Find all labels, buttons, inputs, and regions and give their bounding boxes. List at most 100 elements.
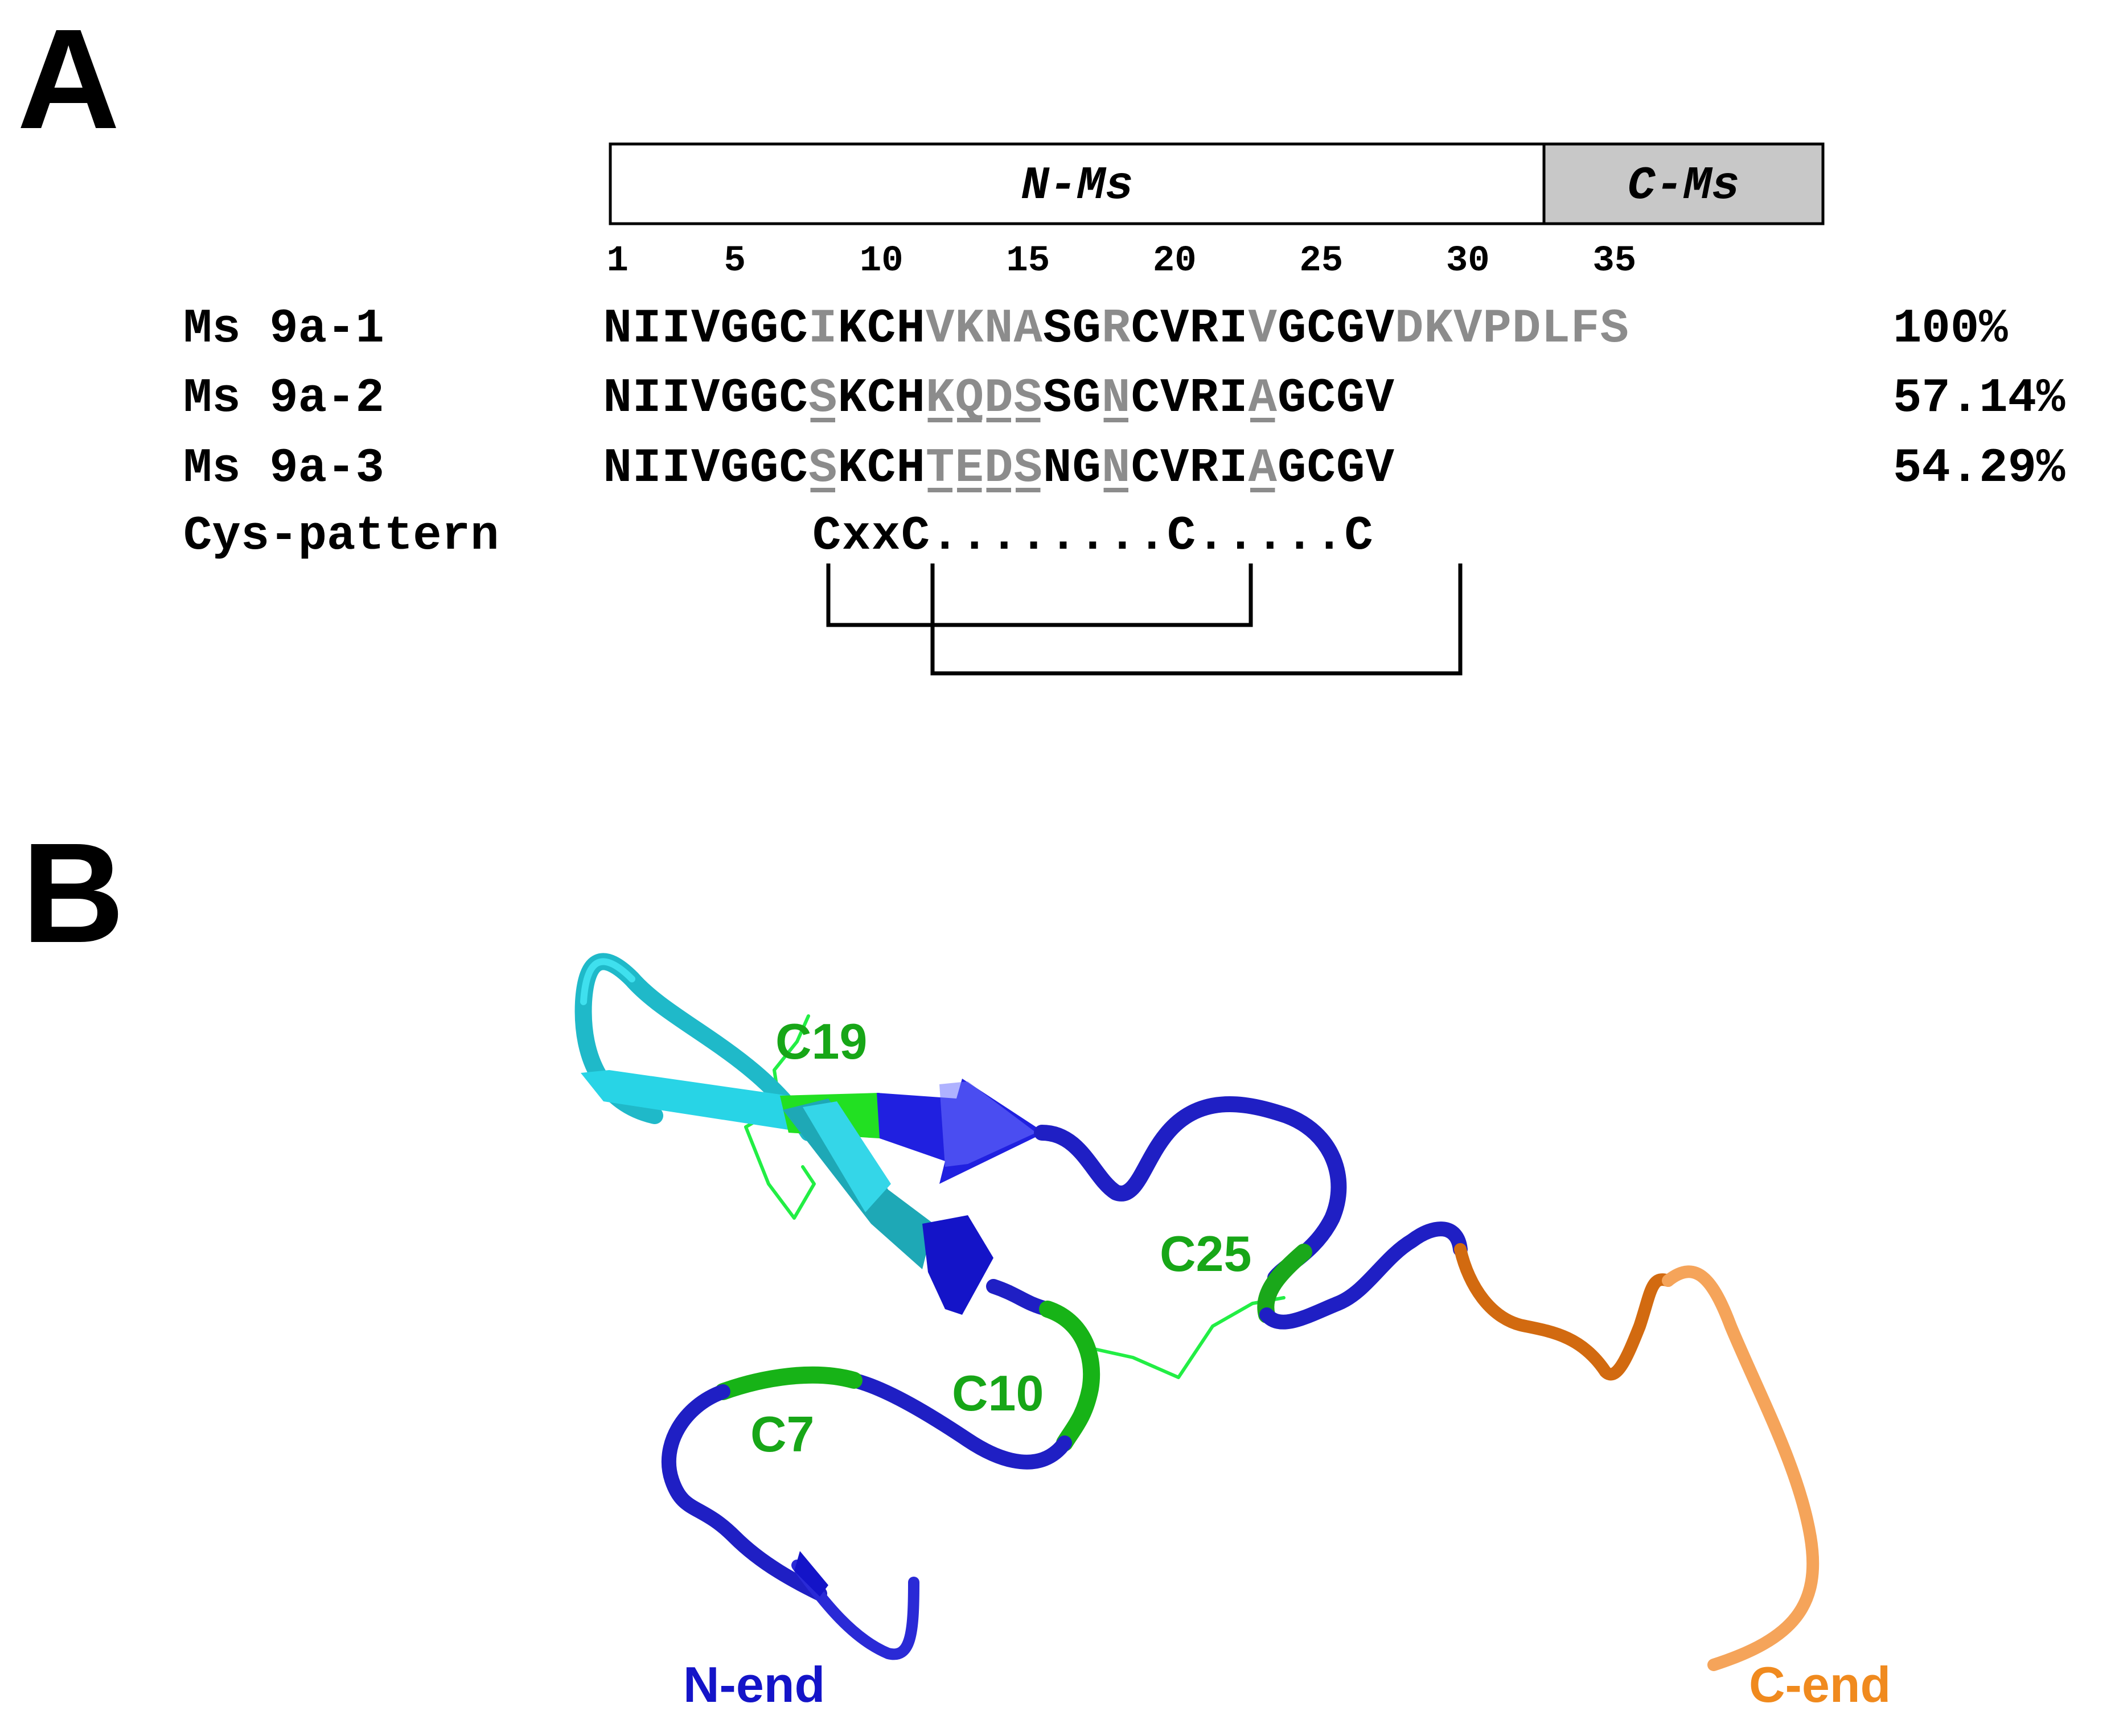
residue: N bbox=[1043, 442, 1071, 496]
sequence-name: Ms 9a-3 bbox=[183, 442, 384, 496]
sequence-name: Ms 9a-2 bbox=[183, 372, 384, 426]
residue: H bbox=[897, 302, 925, 356]
sequence-name: Ms 9a-1 bbox=[183, 302, 384, 356]
residue: K bbox=[838, 442, 867, 496]
c10-segment bbox=[1039, 1301, 1100, 1451]
ruler-tick-20: 20 bbox=[1153, 241, 1197, 282]
ruler-tick-10: 10 bbox=[860, 241, 904, 282]
residue: N bbox=[603, 372, 632, 426]
residue: I bbox=[662, 302, 691, 356]
residue: G bbox=[721, 372, 749, 426]
residue: G bbox=[1336, 442, 1365, 496]
residue: I bbox=[662, 442, 691, 496]
ruler-tick-30: 30 bbox=[1446, 241, 1490, 282]
residue: F bbox=[1571, 302, 1599, 356]
residue: C bbox=[779, 302, 808, 356]
residue: D bbox=[1395, 302, 1423, 356]
disulfide-bond-c10-c25 bbox=[930, 563, 1463, 676]
disulfide-line-c7-c19 bbox=[744, 1014, 816, 1220]
residue: N bbox=[1102, 372, 1130, 426]
residue: N bbox=[984, 302, 1013, 356]
coil-strand2-to-c10 bbox=[986, 1279, 1055, 1317]
residue: G bbox=[1073, 442, 1101, 496]
ruler-tick-1: 1 bbox=[607, 241, 629, 282]
residue: G bbox=[1278, 372, 1306, 426]
label-c10: C10 bbox=[952, 1365, 1044, 1421]
c-ms-domain-label: C-Ms bbox=[1628, 159, 1740, 212]
n-terminal-coil-end bbox=[791, 1560, 919, 1660]
coil-c10-to-c7 bbox=[847, 1373, 1072, 1470]
residue: V bbox=[1160, 442, 1189, 496]
residue: S bbox=[1043, 372, 1071, 426]
panel-label-b: B bbox=[22, 813, 125, 972]
residue: G bbox=[750, 372, 778, 426]
residue: V bbox=[1366, 442, 1395, 496]
residue: S bbox=[1014, 442, 1042, 496]
beta-strand-1-cyan bbox=[581, 1070, 788, 1130]
residue: I bbox=[1219, 372, 1247, 426]
n-ms-domain-label: N-Ms bbox=[1021, 159, 1134, 212]
residue: S bbox=[1043, 302, 1071, 356]
residue: N bbox=[603, 442, 632, 496]
residue: D bbox=[984, 442, 1013, 496]
residue: G bbox=[721, 442, 749, 496]
residue: I bbox=[808, 302, 837, 356]
residue: A bbox=[1249, 372, 1278, 426]
residue: C bbox=[1131, 302, 1160, 356]
residue: S bbox=[1014, 372, 1042, 426]
ruler-tick-25: 25 bbox=[1299, 241, 1343, 282]
residue: A bbox=[1014, 302, 1043, 356]
residue: R bbox=[1190, 442, 1219, 496]
coil-strand1-to-c25 bbox=[1034, 1096, 1347, 1286]
residue: G bbox=[1073, 372, 1101, 426]
ruler-tick-15: 15 bbox=[1006, 241, 1050, 282]
c-terminal-tail-end bbox=[1662, 1265, 1820, 1671]
residue: C bbox=[1131, 372, 1160, 426]
residue: V bbox=[691, 302, 720, 356]
residue: V bbox=[691, 372, 720, 426]
residue: V bbox=[1160, 372, 1189, 426]
residue: V bbox=[1366, 302, 1395, 356]
panel-label-a: A bbox=[17, 0, 120, 158]
residue: S bbox=[808, 372, 837, 426]
residue: D bbox=[1512, 302, 1541, 356]
residue: V bbox=[926, 302, 955, 356]
beta-strand-1-shine bbox=[939, 1081, 1036, 1167]
residue: G bbox=[1336, 372, 1365, 426]
residue: S bbox=[808, 442, 837, 496]
residue: H bbox=[897, 372, 925, 426]
ruler-tick-5: 5 bbox=[724, 241, 746, 282]
residue: G bbox=[1278, 442, 1306, 496]
residue: V bbox=[1249, 302, 1278, 356]
cys-pattern-text: CxxC........C.....C bbox=[812, 509, 1374, 563]
c-ms-domain-box bbox=[1542, 142, 1825, 225]
residue: C bbox=[867, 442, 896, 496]
label-c-end: C-end bbox=[1749, 1656, 1891, 1713]
c-terminal-tail bbox=[1454, 1243, 1674, 1381]
ruler-tick-35: 35 bbox=[1592, 241, 1636, 282]
residue: K bbox=[838, 372, 867, 426]
label-c25: C25 bbox=[1160, 1225, 1251, 1282]
label-c19: C19 bbox=[775, 1013, 867, 1069]
residue: G bbox=[1336, 302, 1365, 356]
identity-percent: 100% bbox=[1893, 302, 2008, 356]
beta-strand-2-blue bbox=[922, 1215, 993, 1315]
residue: V bbox=[1453, 302, 1482, 356]
residue: I bbox=[1219, 442, 1247, 496]
residue: I bbox=[633, 442, 661, 496]
residue: V bbox=[1160, 302, 1189, 356]
disulfide-brackets bbox=[826, 563, 1463, 676]
residue: A bbox=[1249, 442, 1278, 496]
residue: V bbox=[691, 442, 720, 496]
beta-strand-2-light bbox=[803, 1101, 891, 1212]
identity-percent: 57.14% bbox=[1893, 372, 2065, 426]
residue: K bbox=[955, 302, 984, 356]
identity-percent: 54.29% bbox=[1893, 442, 2065, 496]
residue: D bbox=[984, 372, 1013, 426]
residue: C bbox=[1131, 442, 1160, 496]
residue: K bbox=[1424, 302, 1453, 356]
residue: Q bbox=[955, 372, 984, 426]
